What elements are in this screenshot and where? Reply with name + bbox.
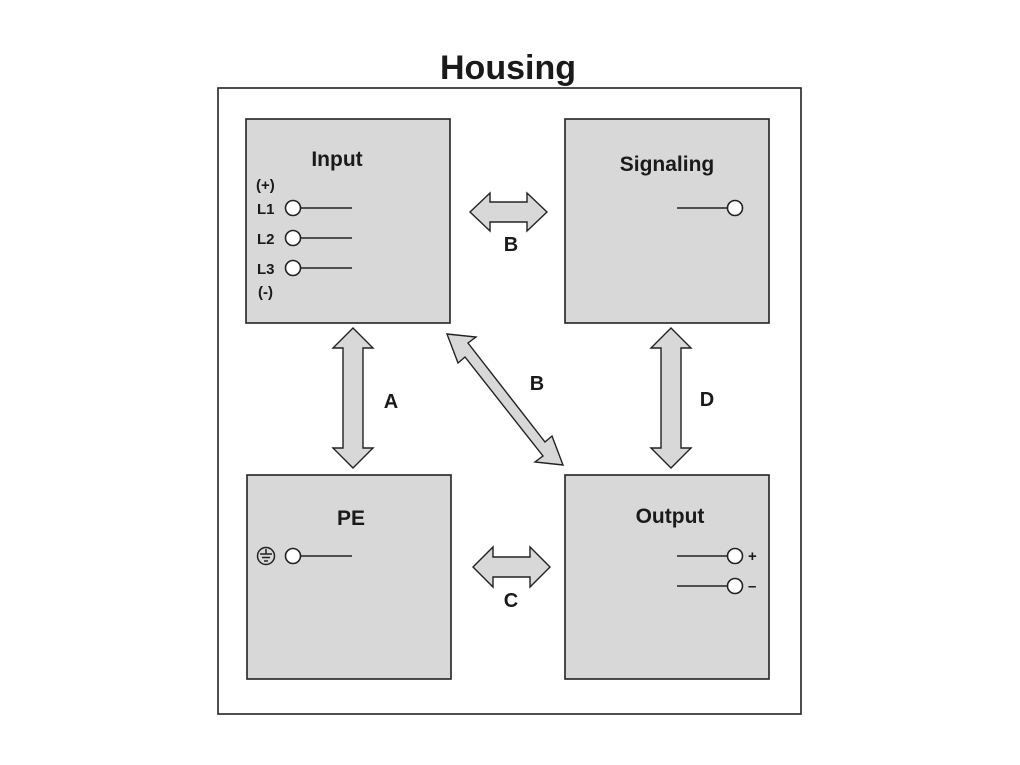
output-terminal-plus [726, 547, 744, 565]
input-pin-plus-label: (+) [256, 177, 275, 194]
output-pin-plus-label: + [748, 548, 757, 565]
arrow-pe-output: C [472, 545, 551, 612]
input-terminal-l3 [284, 259, 302, 277]
connection-label-signaling-output: D [700, 389, 714, 411]
arrow-signaling-output: D [649, 327, 714, 469]
signaling-block: Signaling [564, 118, 770, 324]
signaling-block-title: Signaling [620, 153, 715, 176]
output-terminal-minus [726, 577, 744, 595]
input-pin-l2-label: L2 [257, 231, 275, 248]
signaling-terminal [726, 199, 744, 217]
output-block-title: Output [636, 505, 705, 528]
input-block: Input (+) L1 L2 L3 (-) [245, 118, 451, 324]
pe-block: PE [246, 474, 452, 680]
connection-label-input-signaling: B [504, 234, 518, 256]
connection-label-pe-output: C [504, 590, 518, 612]
input-terminal-l2 [284, 229, 302, 247]
output-block: Output + – [564, 474, 770, 680]
arrow-input-output: B [445, 333, 565, 466]
output-pin-minus-label: – [748, 578, 756, 595]
ground-symbol-icon [256, 546, 276, 566]
diagram-title: Housing [440, 49, 576, 87]
arrow-input-pe: A [331, 327, 398, 469]
connection-label-input-output: B [530, 373, 544, 395]
pe-block-title: PE [337, 507, 365, 530]
input-pin-l3-label: L3 [257, 261, 275, 278]
input-terminal-l1 [284, 199, 302, 217]
input-block-title: Input [311, 148, 362, 171]
input-pin-l1-label: L1 [257, 201, 275, 218]
input-pin-minus-label: (-) [258, 284, 273, 301]
pe-terminal [284, 547, 302, 565]
connection-label-input-pe: A [384, 391, 398, 413]
arrow-input-signaling: B [468, 191, 549, 256]
